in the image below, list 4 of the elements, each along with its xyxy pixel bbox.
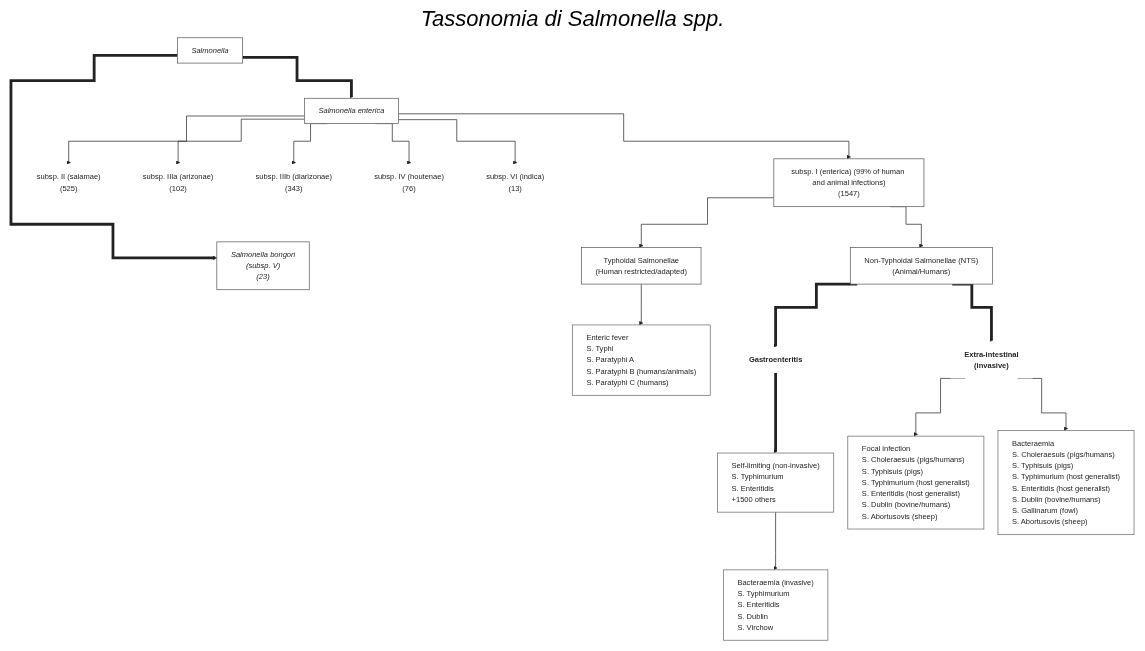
arrow: [773, 371, 778, 454]
arrow: [242, 56, 354, 99]
arrow: [9, 54, 218, 260]
diagram-title: Tassonomia di Salmonella spp.: [419, 6, 726, 32]
